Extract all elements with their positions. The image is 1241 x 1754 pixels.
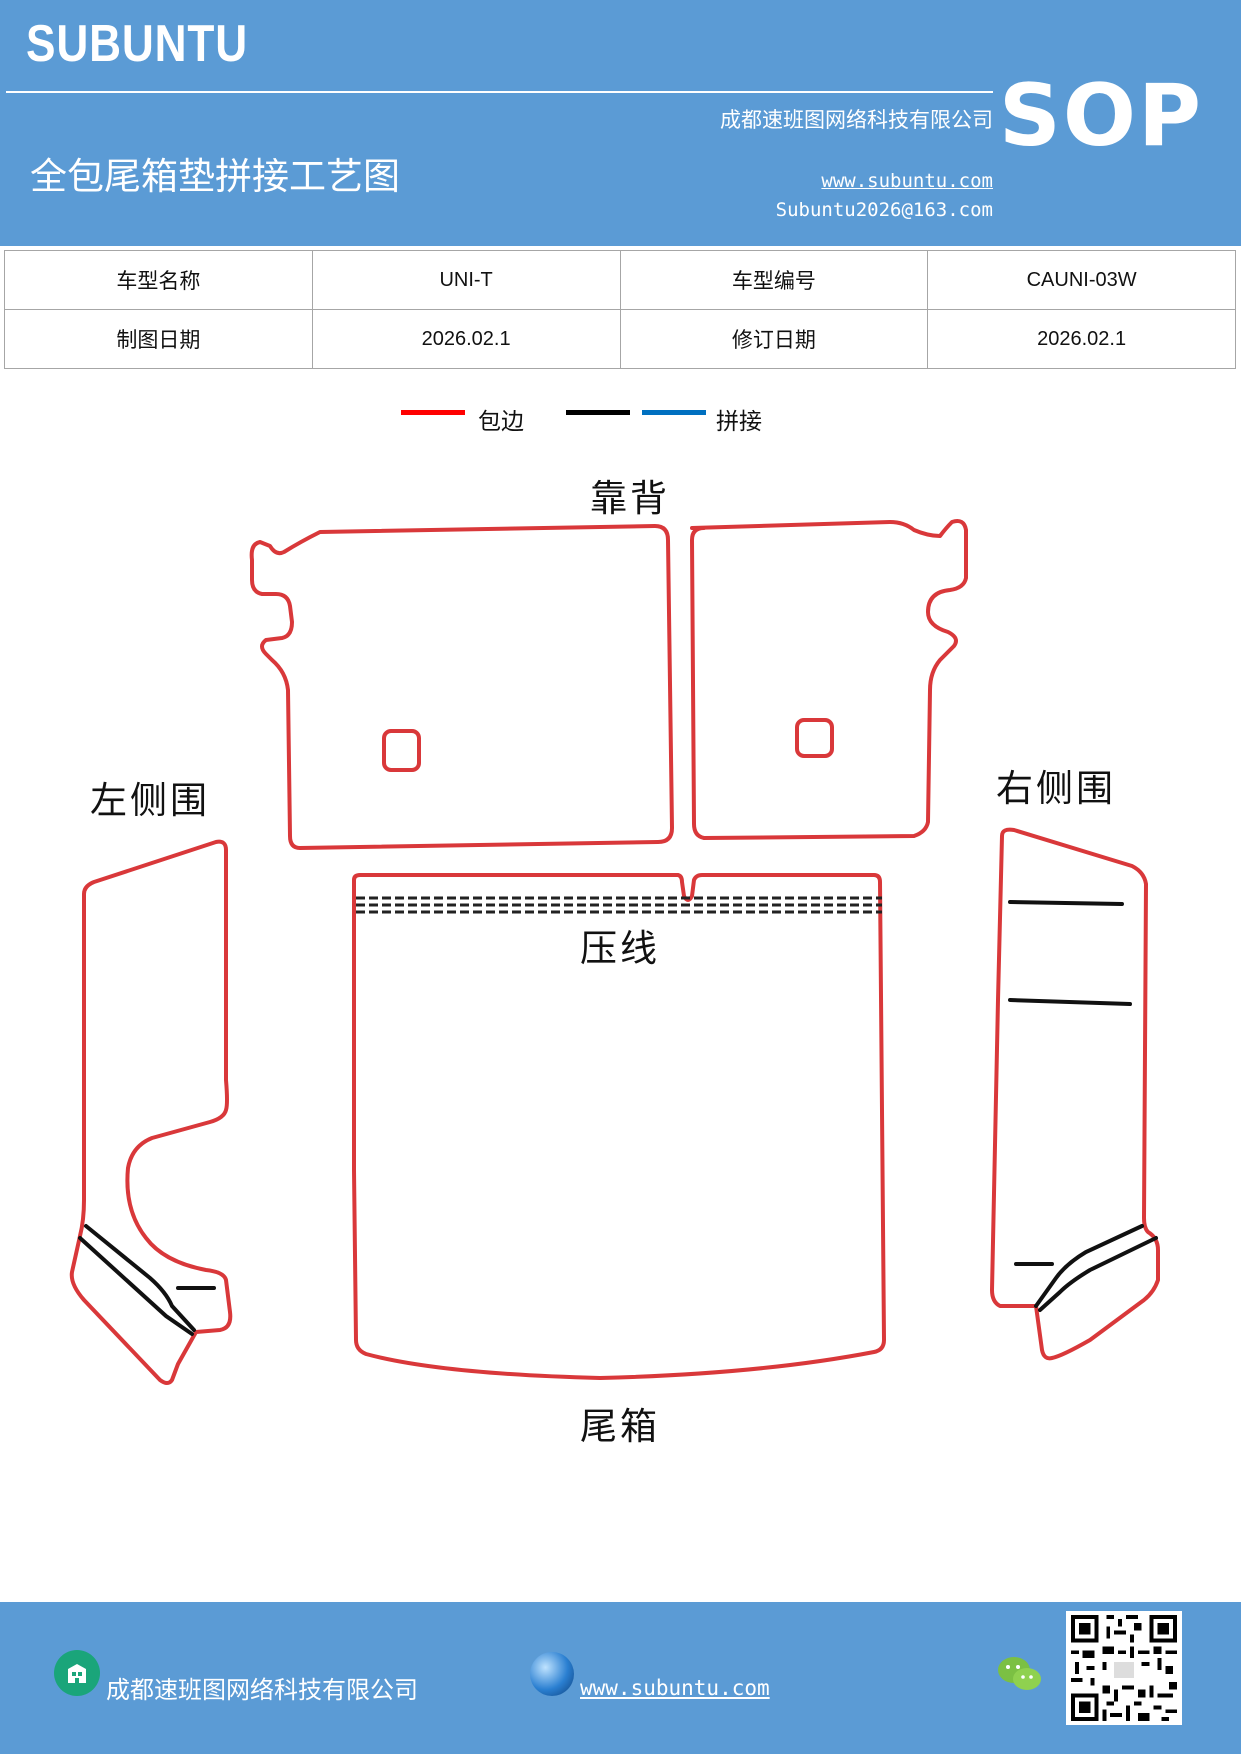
sop-badge: SOP	[998, 66, 1203, 166]
table-cell: 制图日期	[4, 309, 313, 369]
legend-blue-line	[642, 410, 706, 415]
legend-label-splice: 拼接	[716, 409, 762, 435]
label-right-side: 右侧围	[996, 767, 1116, 810]
label-left-side: 左侧围	[90, 779, 210, 822]
table-cell: UNI-T	[311, 250, 621, 310]
header-divider	[6, 91, 993, 93]
left-side-piece	[69, 839, 233, 1385]
left-splice-line-2	[78, 1236, 194, 1336]
building-icon	[54, 1650, 100, 1696]
right-side-piece	[990, 827, 1160, 1361]
qr-code-icon	[1066, 1611, 1182, 1725]
trunk-piece	[352, 873, 886, 1380]
brand-logo: SUBUNTU	[26, 15, 249, 73]
table-cell: 2026.02.1	[927, 309, 1236, 369]
backrest-right-hole	[795, 718, 834, 758]
right-splice-line-1	[1008, 900, 1124, 906]
table-cell: 车型名称	[4, 250, 313, 310]
table-cell: 2026.02.1	[311, 309, 621, 369]
backrest-right-piece	[690, 519, 968, 840]
label-trunk: 尾箱	[580, 1405, 660, 1448]
legend-black-line	[566, 410, 630, 415]
table-cell: CAUNI-03W	[927, 250, 1236, 310]
right-splice-line-3	[1034, 1224, 1144, 1308]
table-row: 车型名称 UNI-T 车型编号 CAUNI-03W	[4, 250, 1236, 310]
wechat-icon	[998, 1657, 1041, 1690]
info-table: 车型名称 UNI-T 车型编号 CAUNI-03W 制图日期 2026.02.1…	[4, 250, 1236, 369]
legend-label-edge: 包边	[478, 409, 524, 435]
label-backrest: 靠背	[590, 477, 670, 520]
table-cell: 车型编号	[619, 250, 929, 310]
table-row: 制图日期 2026.02.1 修订日期 2026.02.1	[4, 309, 1236, 369]
footer-company: 成都速班图网络科技有限公司	[106, 1676, 418, 1704]
right-splice-line-2	[1008, 998, 1132, 1006]
legend-red-line	[401, 410, 465, 415]
right-splice-line-4	[1038, 1236, 1158, 1312]
website-link[interactable]: www.subuntu.com	[821, 170, 993, 192]
globe-icon	[530, 1652, 574, 1696]
backrest-left-hole	[382, 729, 421, 772]
left-splice-line-1	[84, 1224, 196, 1332]
header-banner	[0, 0, 1241, 246]
email-text: Subuntu2026@163.com	[775, 199, 993, 221]
label-press-line: 压线	[580, 927, 660, 970]
company-name: 成都速班图网络科技有限公司	[720, 108, 993, 132]
table-cell: 修订日期	[619, 309, 929, 369]
page-title: 全包尾箱垫拼接工艺图	[30, 155, 400, 198]
backrest-left-piece	[249, 524, 674, 850]
footer-website-link[interactable]: www.subuntu.com	[580, 1676, 770, 1700]
